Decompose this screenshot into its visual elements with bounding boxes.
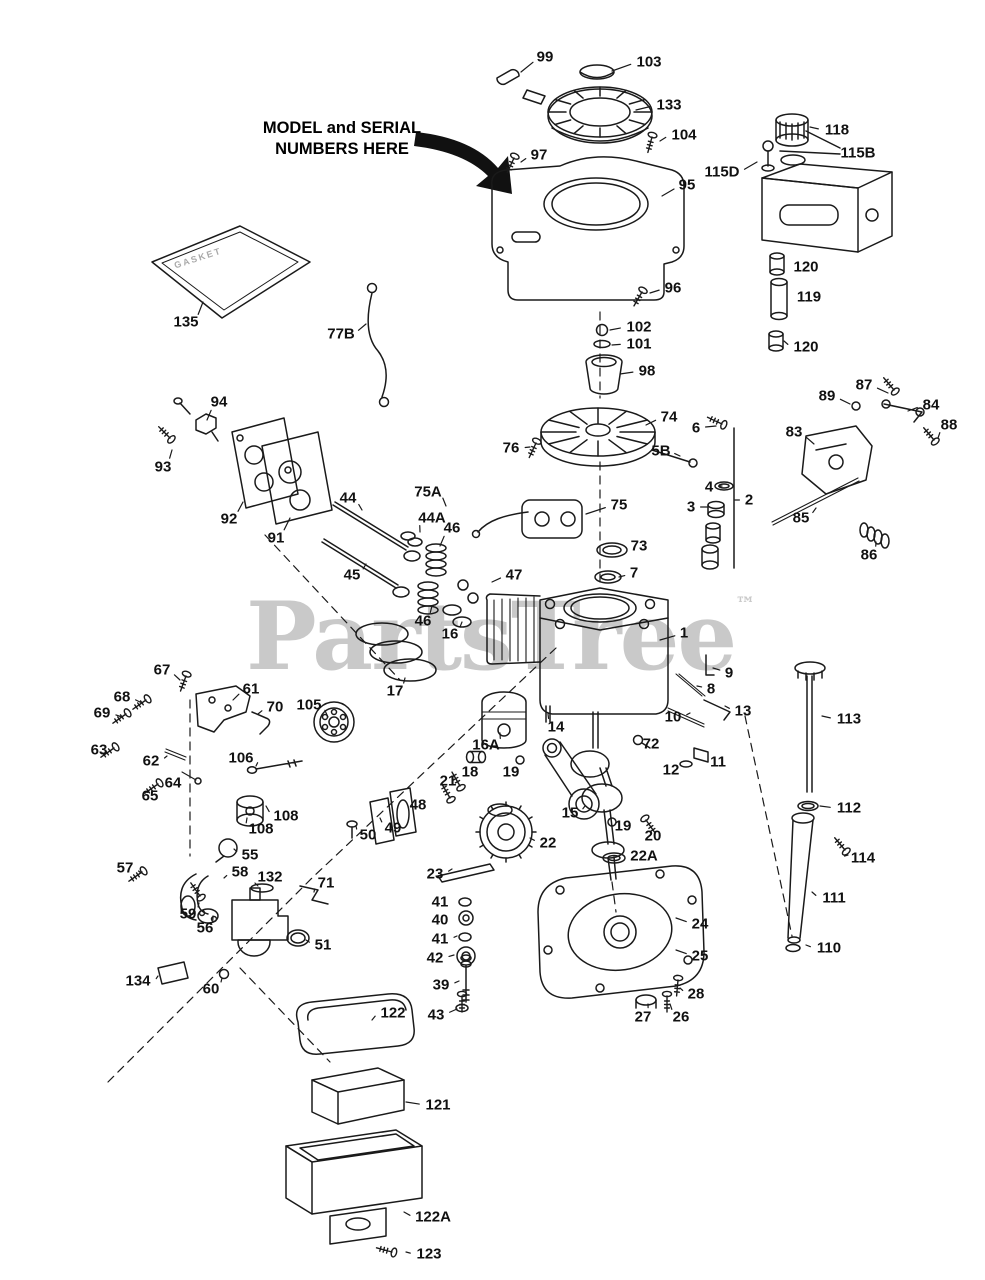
leader-lines (115, 61, 941, 1254)
dipstick-drawing (785, 661, 853, 953)
recoil-starter-drawing (496, 64, 659, 176)
air-cleaner-base-drawing (285, 1129, 423, 1259)
watermark-text: PartsTree (246, 582, 737, 692)
watermark-trademark-icon: ™ (735, 592, 756, 616)
model-serial-note: MODEL and SERIAL NUMBERS HERE (262, 118, 422, 159)
fuel-tank-drawing (761, 113, 893, 253)
piston-rod-drawing (465, 691, 600, 820)
speed-control-drawing (97, 669, 271, 798)
carburetor-drawing (125, 838, 329, 985)
piston-rings-drawing (355, 622, 437, 682)
cylinder-block-drawing (485, 587, 669, 723)
muffler-drawing (154, 397, 333, 525)
air-cleaner-cover-drawing (295, 993, 415, 1055)
flywheel-drawing (524, 407, 729, 468)
governor-gear-stack-drawing (455, 897, 476, 1013)
air-filter-drawing (311, 1067, 405, 1125)
starter-pulley-drawing (236, 701, 355, 827)
model-note-line2: NUMBERS HERE (275, 139, 409, 158)
ignition-coil-drawing (471, 499, 583, 539)
spacer-column-drawing (701, 427, 735, 570)
ground-wire-drawing (366, 282, 390, 408)
oil-pan-drawing (537, 865, 705, 1013)
model-note-line1: MODEL and SERIAL (262, 119, 422, 137)
flywheel-nut-drawing (585, 323, 623, 395)
watermark: PartsTree™ (246, 582, 755, 692)
fuel-filter-parts-drawing (768, 252, 788, 352)
governor-bracket-drawing (771, 374, 942, 549)
cam-gear-drawing (437, 769, 626, 883)
gasket-sheet-drawing (151, 225, 311, 319)
valve-train-drawing (321, 501, 479, 628)
reed-plate-drawing (346, 787, 417, 845)
blower-housing-drawing (491, 156, 685, 309)
model-serial-arrow-icon (414, 132, 512, 194)
governor-linkage-drawing (632, 654, 731, 768)
